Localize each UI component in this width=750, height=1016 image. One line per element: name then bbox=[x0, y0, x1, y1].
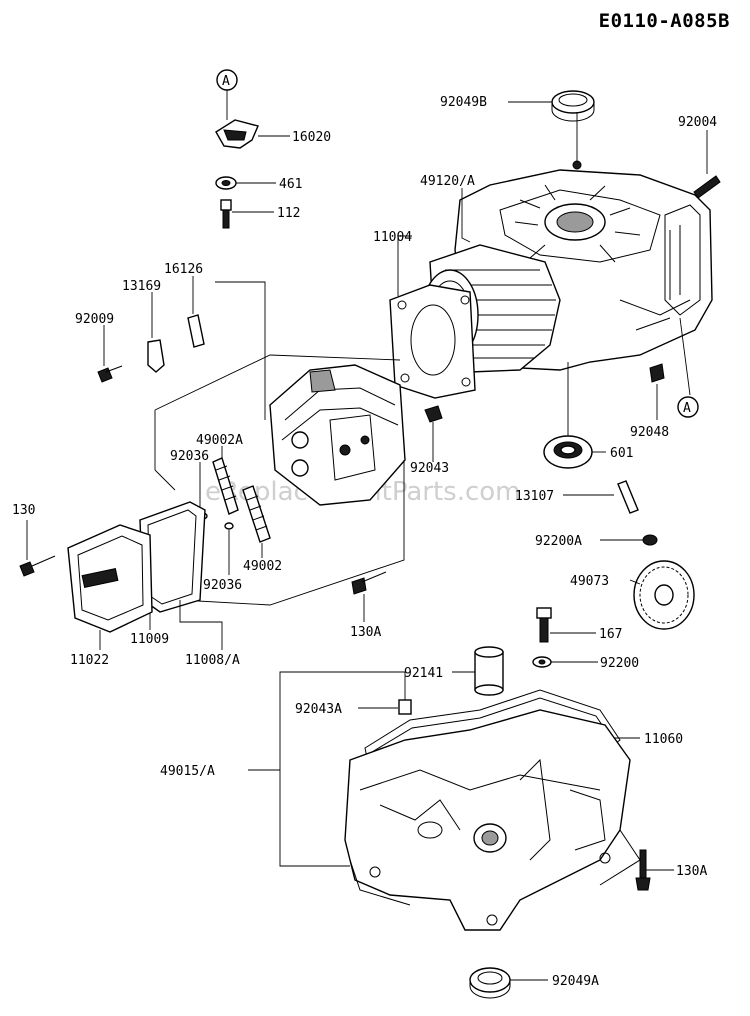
label-130A-upper: 130A bbox=[350, 625, 381, 640]
label-11022: 11022 bbox=[70, 653, 109, 668]
bracket-line-head-left bbox=[154, 354, 401, 491]
label-49002: 49002 bbox=[243, 559, 282, 574]
label-11009: 11009 bbox=[130, 632, 169, 647]
part-92043A-dowel bbox=[358, 699, 412, 715]
diagram-code: E0110-A085B bbox=[598, 10, 730, 32]
label-167: 167 bbox=[599, 627, 622, 642]
label-92004: 92004 bbox=[678, 115, 717, 130]
label-11008: 11008/A bbox=[185, 653, 240, 668]
part-sump-housing bbox=[344, 709, 641, 931]
bracket-line-16126 bbox=[215, 281, 266, 420]
label-92048: 92048 bbox=[630, 425, 669, 440]
label-92036-lower: 92036 bbox=[203, 578, 242, 593]
part-92049A-seal bbox=[469, 967, 548, 999]
part-92141-sleeve bbox=[452, 646, 504, 696]
label-16126: 16126 bbox=[164, 262, 203, 277]
label-49015: 49015/A bbox=[160, 764, 215, 779]
label-92049B: 92049B bbox=[440, 95, 487, 110]
label-92200A: 92200A bbox=[535, 534, 582, 549]
label-11004: 11004 bbox=[373, 230, 412, 245]
part-16126-plate bbox=[187, 276, 205, 348]
label-92043: 92043 bbox=[410, 461, 449, 476]
label-92049A: 92049A bbox=[552, 974, 599, 989]
part-92200A-washer bbox=[600, 534, 658, 546]
label-11060: 11060 bbox=[644, 732, 683, 747]
part-92036-seal-lower bbox=[224, 522, 234, 575]
label-112: 112 bbox=[277, 206, 300, 221]
label-49073: 49073 bbox=[570, 574, 609, 589]
part-13107-pin bbox=[563, 480, 639, 514]
label-92036-upper: 92036 bbox=[170, 449, 209, 464]
part-130-bolt bbox=[19, 520, 56, 577]
ref-marker-a-top: A bbox=[216, 69, 238, 120]
part-167-bolt bbox=[536, 607, 596, 643]
part-49002-valve bbox=[242, 485, 271, 558]
label-92043A: 92043A bbox=[295, 702, 342, 717]
part-92009-screw bbox=[97, 325, 123, 383]
part-92200-washer bbox=[532, 656, 598, 668]
label-13169: 13169 bbox=[122, 279, 161, 294]
label-92141: 92141 bbox=[404, 666, 443, 681]
part-601-bearing bbox=[543, 362, 606, 469]
part-130A-bolt-lower bbox=[635, 849, 674, 891]
label-49002A: 49002A bbox=[196, 433, 243, 448]
part-13169-bracket bbox=[147, 292, 165, 373]
label-461: 461 bbox=[279, 177, 302, 192]
part-92043-dowel bbox=[424, 405, 443, 462]
label-601: 601 bbox=[610, 446, 633, 461]
svg-text:A: A bbox=[222, 74, 230, 89]
part-92048-nut: A bbox=[635, 317, 699, 420]
bracket-line-49015 bbox=[248, 671, 406, 867]
part-cylinder-head bbox=[269, 364, 406, 506]
label-130: 130 bbox=[12, 503, 35, 518]
part-92049B-seal bbox=[508, 90, 595, 122]
label-16020: 16020 bbox=[292, 130, 331, 145]
part-461-nut bbox=[215, 176, 276, 190]
part-130A-bolt-upper bbox=[351, 571, 387, 622]
part-49073-gear bbox=[629, 560, 695, 630]
label-49120: 49120/A bbox=[420, 174, 475, 189]
leader-49120 bbox=[461, 188, 471, 243]
part-112-bolt bbox=[220, 199, 274, 229]
label-92200: 92200 bbox=[600, 656, 639, 671]
part-49002A-valve bbox=[212, 446, 239, 515]
label-130A-lower: 130A bbox=[676, 864, 707, 879]
label-92009: 92009 bbox=[75, 312, 114, 327]
part-92004-stud bbox=[693, 130, 721, 199]
bracket-line-11008 bbox=[179, 600, 223, 650]
label-13107: 13107 bbox=[515, 489, 554, 504]
part-16020-bracket bbox=[215, 119, 290, 149]
svg-text:A: A bbox=[683, 401, 691, 416]
part-11022-valve-cover bbox=[67, 524, 153, 650]
